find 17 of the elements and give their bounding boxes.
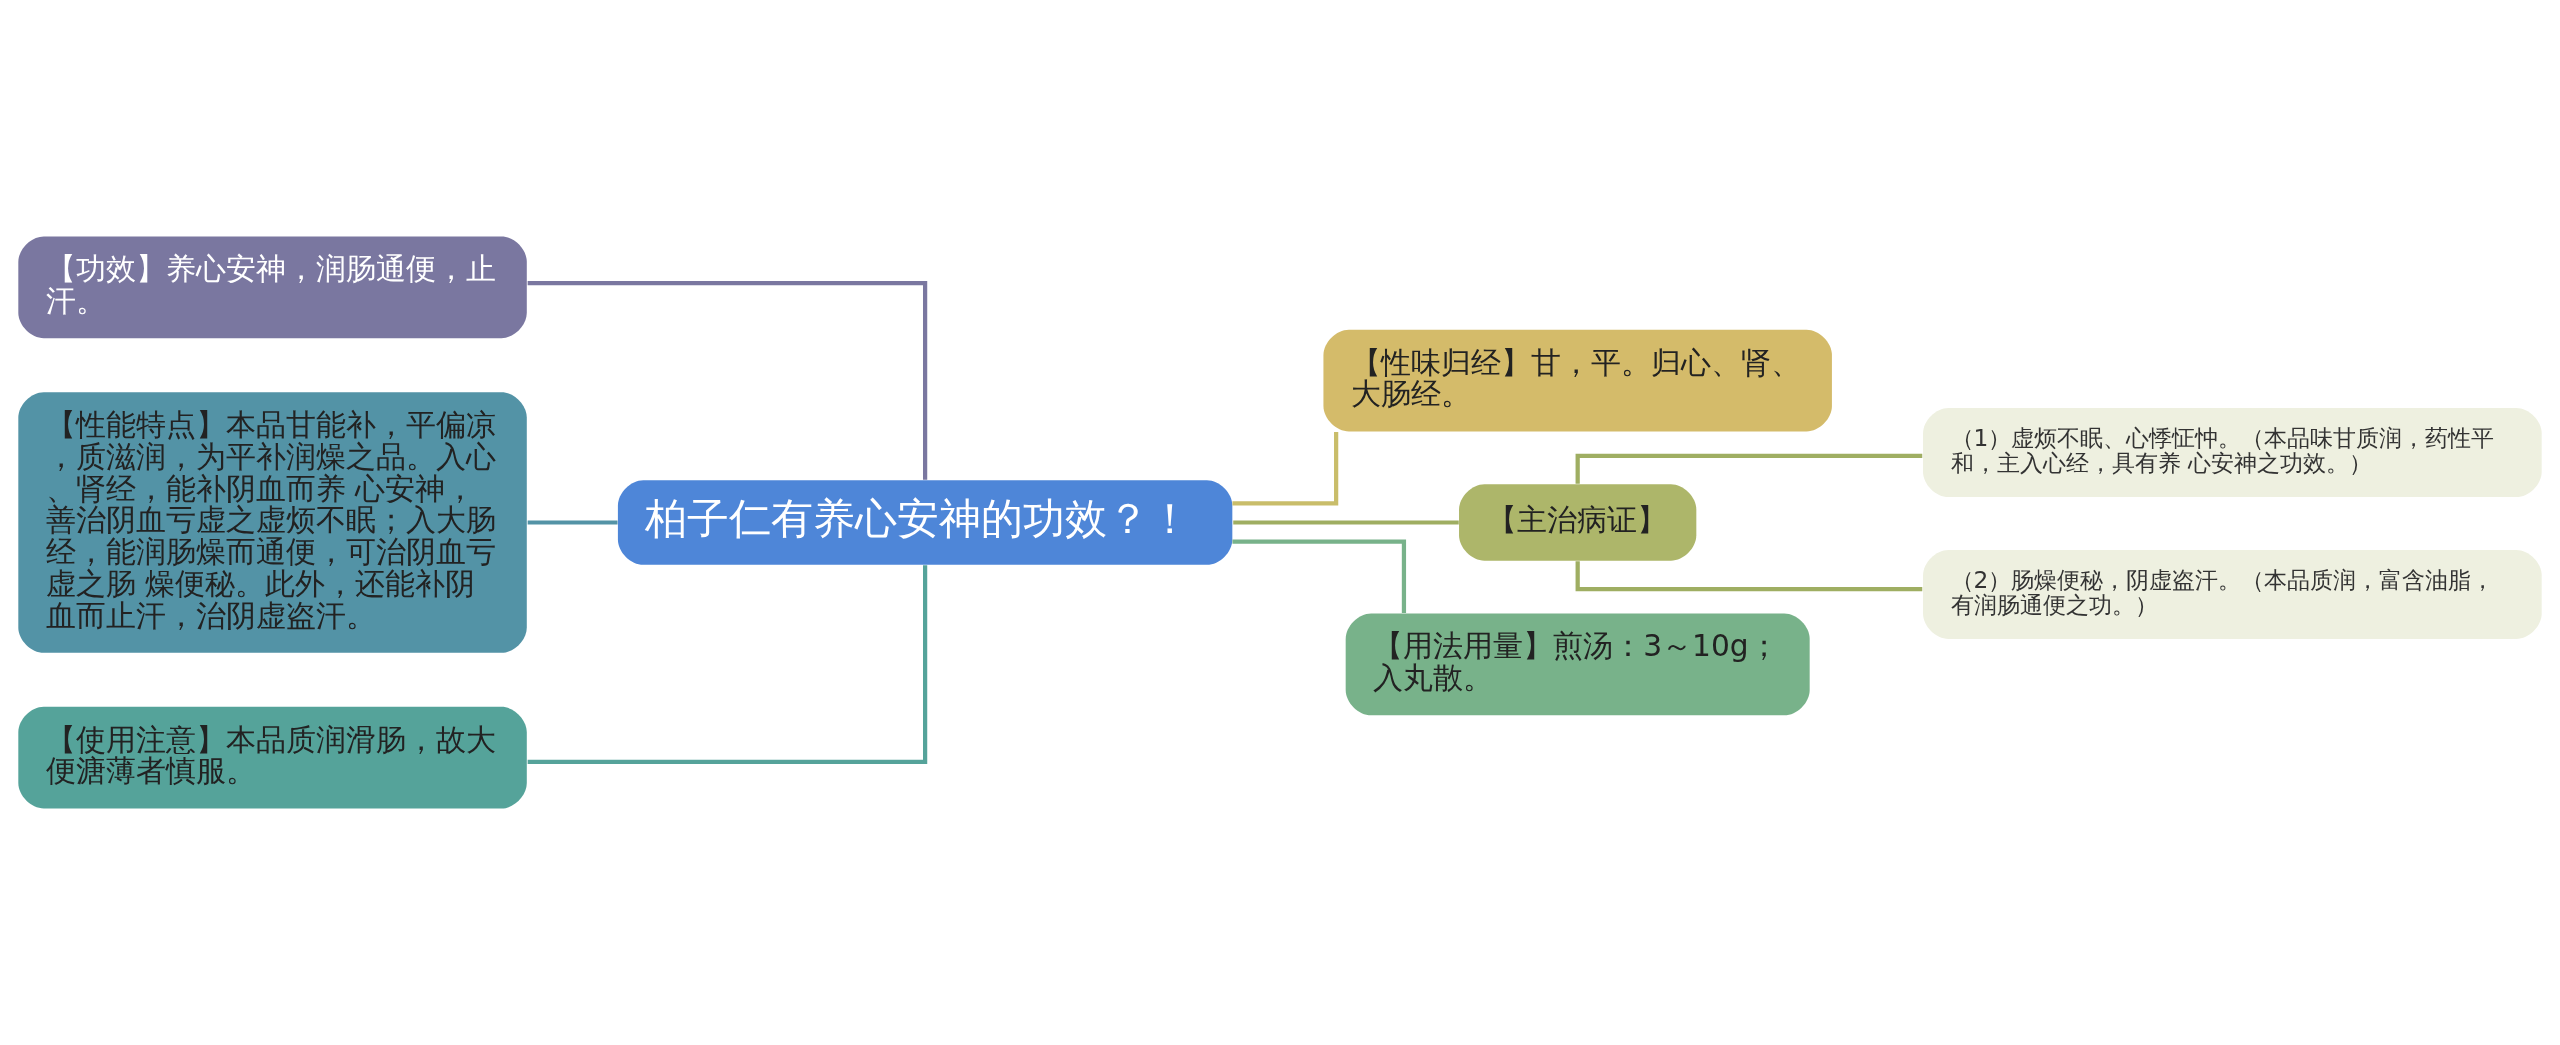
node-box: 【性能特点】本品甘能补，平偏凉，质滋润，为平补润燥之品。入心、肾经，能补阴血而养 心安神，善治阴血亏虚之虚烦不眠；入大肠经，能润肠燥而通便，可治阴血亏虚之肠 燥便秘。此外，还能补阴血而止汗，治阴虚盗汗。 xyxy=(18,392,527,653)
connector xyxy=(527,280,928,480)
node-box: 柏子仁有养心安神的功效？！ xyxy=(617,480,1233,565)
connector xyxy=(1575,561,1923,592)
connector xyxy=(1232,431,1339,506)
connector xyxy=(1575,453,1923,484)
node-box: （2）肠燥便秘，阴虚盗汗。（本品质润，富含油脂，有润肠通便之功。） xyxy=(1923,550,2542,640)
node-box: 【性味归经】甘，平。归心、肾、大肠经。 xyxy=(1323,329,1832,432)
node-box: 【主治病证】 xyxy=(1459,484,1697,561)
connector xyxy=(527,565,928,765)
connector xyxy=(1232,539,1407,614)
node-box: 【用法用量】煎汤：3～10g；入丸散。 xyxy=(1345,613,1810,716)
node-box: （1）虚烦不眠、心悸怔忡。（本品味甘质润，药性平和，主入心经，具有养 心安神之功效。） xyxy=(1923,408,2542,498)
connector xyxy=(527,520,618,525)
node-box: 【使用注意】本品质润滑肠，故大便溏薄者慎服。 xyxy=(18,706,527,809)
node-box: 【功效】养心安神，润肠通便，止汗。 xyxy=(18,236,527,339)
connector xyxy=(1233,520,1459,525)
